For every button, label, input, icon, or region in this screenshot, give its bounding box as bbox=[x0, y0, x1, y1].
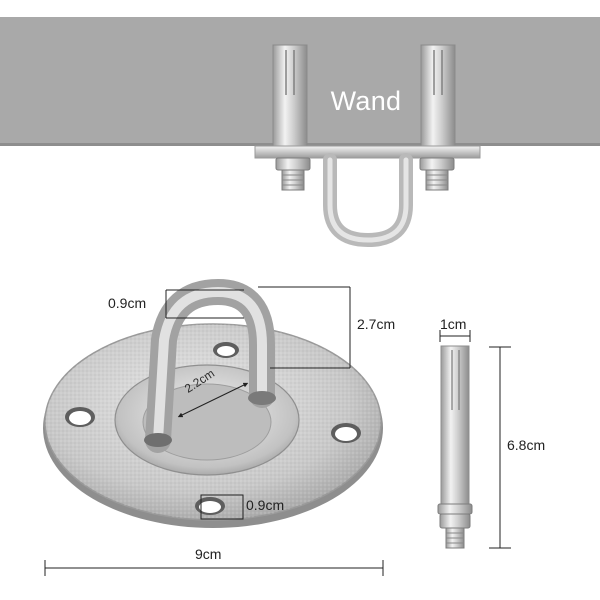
anchor-length-label: 6.8cm bbox=[507, 437, 546, 453]
wall-mount-view bbox=[0, 17, 600, 248]
plate-diameter-label: 9cm bbox=[195, 546, 222, 562]
u-bolt-width-label: 0.9cm bbox=[108, 295, 147, 311]
wall-u-hook bbox=[323, 153, 413, 248]
wall-nut-left bbox=[275, 157, 311, 191]
eye-plate bbox=[43, 278, 383, 528]
u-bolt-height-label: 2.7cm bbox=[357, 316, 396, 332]
wall-mount-plate bbox=[254, 145, 481, 159]
mounting-hole-right bbox=[331, 423, 361, 443]
mounting-hole-left bbox=[65, 407, 95, 427]
dimension-lines bbox=[44, 286, 511, 576]
hole-dim-box bbox=[200, 494, 244, 520]
expansion-anchor bbox=[437, 345, 473, 549]
inner-gap-line bbox=[177, 382, 249, 418]
mounting-hole-label: 0.9cm bbox=[246, 497, 285, 513]
wall-label: Wand bbox=[330, 86, 402, 116]
anchor-width-label: 1cm bbox=[440, 316, 467, 332]
mounting-hole-bottom bbox=[195, 497, 225, 515]
wall-anchor-left bbox=[272, 44, 308, 154]
mounting-hole-top bbox=[213, 342, 239, 358]
wall-anchor-right bbox=[420, 44, 456, 154]
wall-nut-right bbox=[419, 157, 455, 191]
